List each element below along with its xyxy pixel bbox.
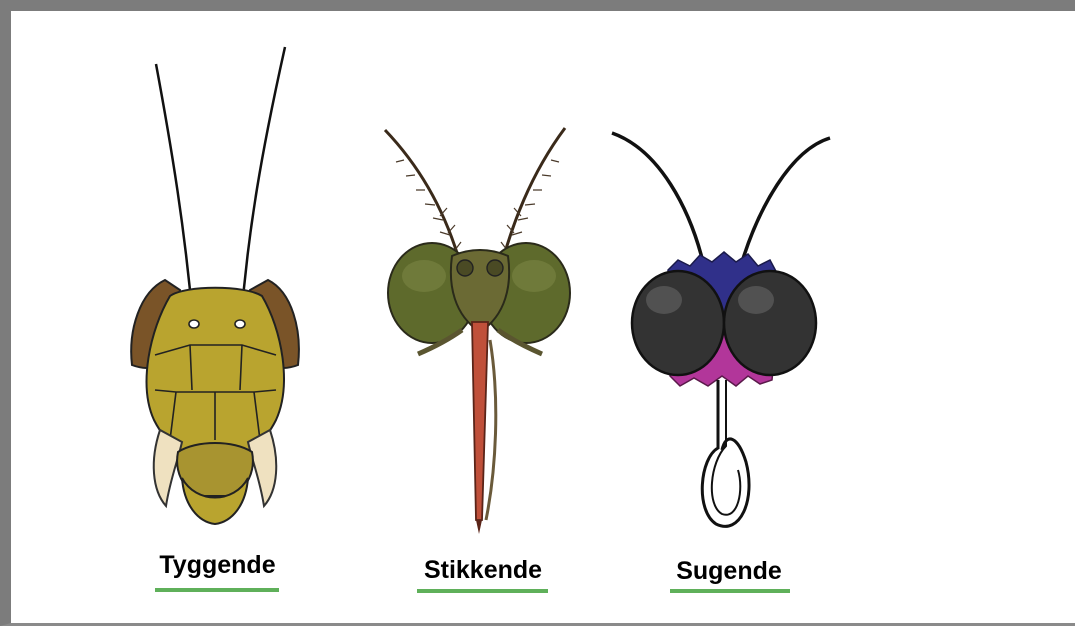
- label-stikkende-underline: [417, 589, 548, 593]
- label-tyggende-underline: [155, 588, 279, 592]
- piercing-insect-head: [385, 128, 570, 534]
- label-sugende-underline: [670, 589, 790, 593]
- label-tyggende: Tyggende: [145, 551, 290, 579]
- label-sugende: Sugende: [664, 557, 794, 585]
- chewing-insect-head: [131, 47, 299, 524]
- sucking-insect-head: [612, 133, 830, 526]
- label-stikkende: Stikkende: [408, 556, 558, 584]
